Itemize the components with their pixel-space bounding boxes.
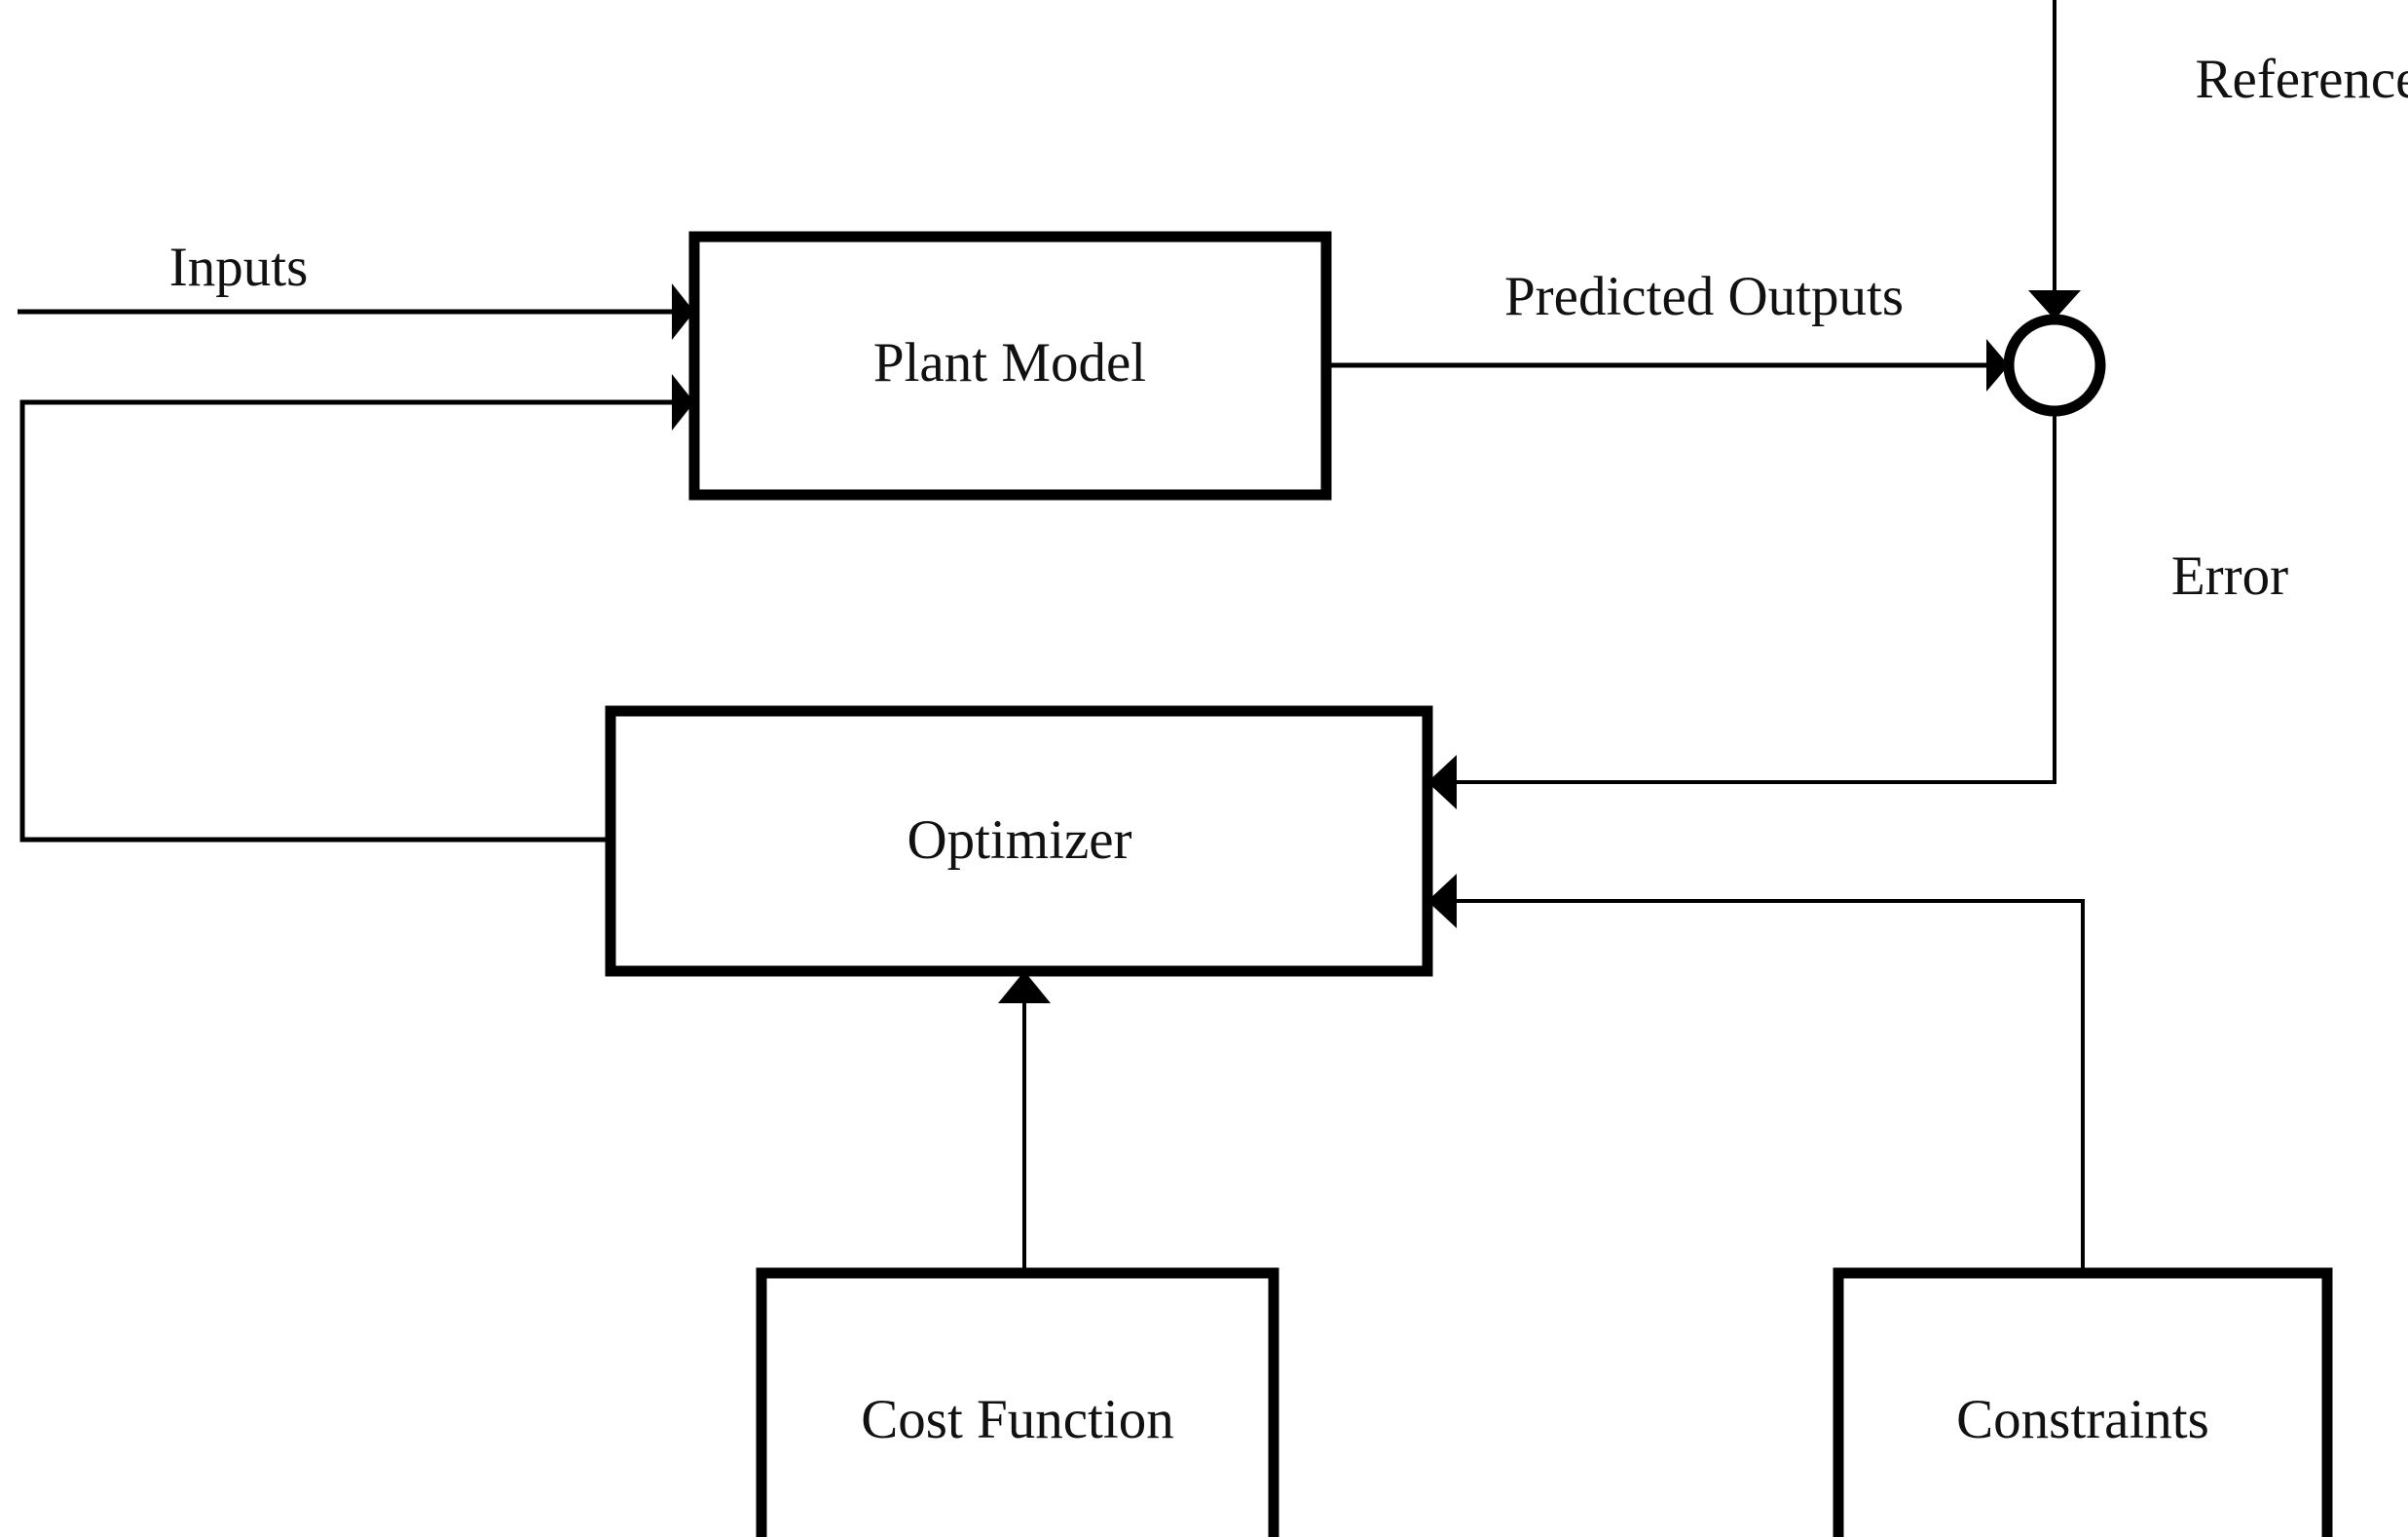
inputs-label: Inputs	[169, 237, 309, 298]
block-constraints[interactable]: Constraints	[1833, 1267, 2333, 1537]
plant-model-rect[interactable]	[688, 231, 1332, 501]
error-line	[1457, 411, 2056, 784]
error-arrowhead-icon	[1427, 755, 1457, 809]
plant-model-label: Plant Model	[873, 332, 1146, 394]
connection-plant-to-junction	[1326, 339, 2009, 392]
cost-function-rect[interactable]	[756, 1267, 1279, 1537]
connection-junction-to-optimizer	[1427, 411, 2056, 809]
error-label: Error	[2171, 545, 2288, 607]
connection-cost-function-to-optimizer	[998, 971, 1051, 1273]
connection-inputs-to-plant	[18, 283, 694, 340]
connection-constraints-to-optimizer	[1427, 874, 2085, 1273]
predicted-outputs-label: Predicted Outputs	[1504, 266, 1904, 327]
feedback-arrowhead-icon	[672, 374, 694, 431]
cost-function-arrowhead-icon	[998, 971, 1051, 1003]
constraints-line	[1457, 899, 2085, 1273]
connection-feedback-to-plant	[19, 374, 694, 843]
summing-junction-circle[interactable]	[2003, 314, 2106, 417]
reference-arrowhead-icon	[2028, 290, 2081, 319]
constraints-label: Constraints	[1956, 1389, 2209, 1450]
constraints-arrowhead-icon	[1427, 874, 1457, 928]
cost-function-label: Cost Function	[861, 1389, 1173, 1450]
optimizer-label: Optimizer	[907, 809, 1131, 871]
constraints-rect[interactable]	[1833, 1267, 2333, 1537]
block-optimizer[interactable]: Optimizer	[605, 705, 1433, 977]
reference-label: Reference	[2196, 49, 2408, 110]
connection-reference-to-junction	[2028, 0, 2081, 319]
block-cost-function[interactable]: Cost Function	[756, 1267, 1279, 1537]
feedback-line	[19, 399, 672, 843]
block-plant-model[interactable]: Plant Model	[688, 231, 1332, 501]
optimizer-rect[interactable]	[605, 705, 1433, 977]
summing-junction[interactable]	[2003, 314, 2106, 417]
inputs-arrowhead-icon	[672, 283, 694, 340]
predicted-outputs-arrowhead-icon	[1986, 339, 2009, 392]
